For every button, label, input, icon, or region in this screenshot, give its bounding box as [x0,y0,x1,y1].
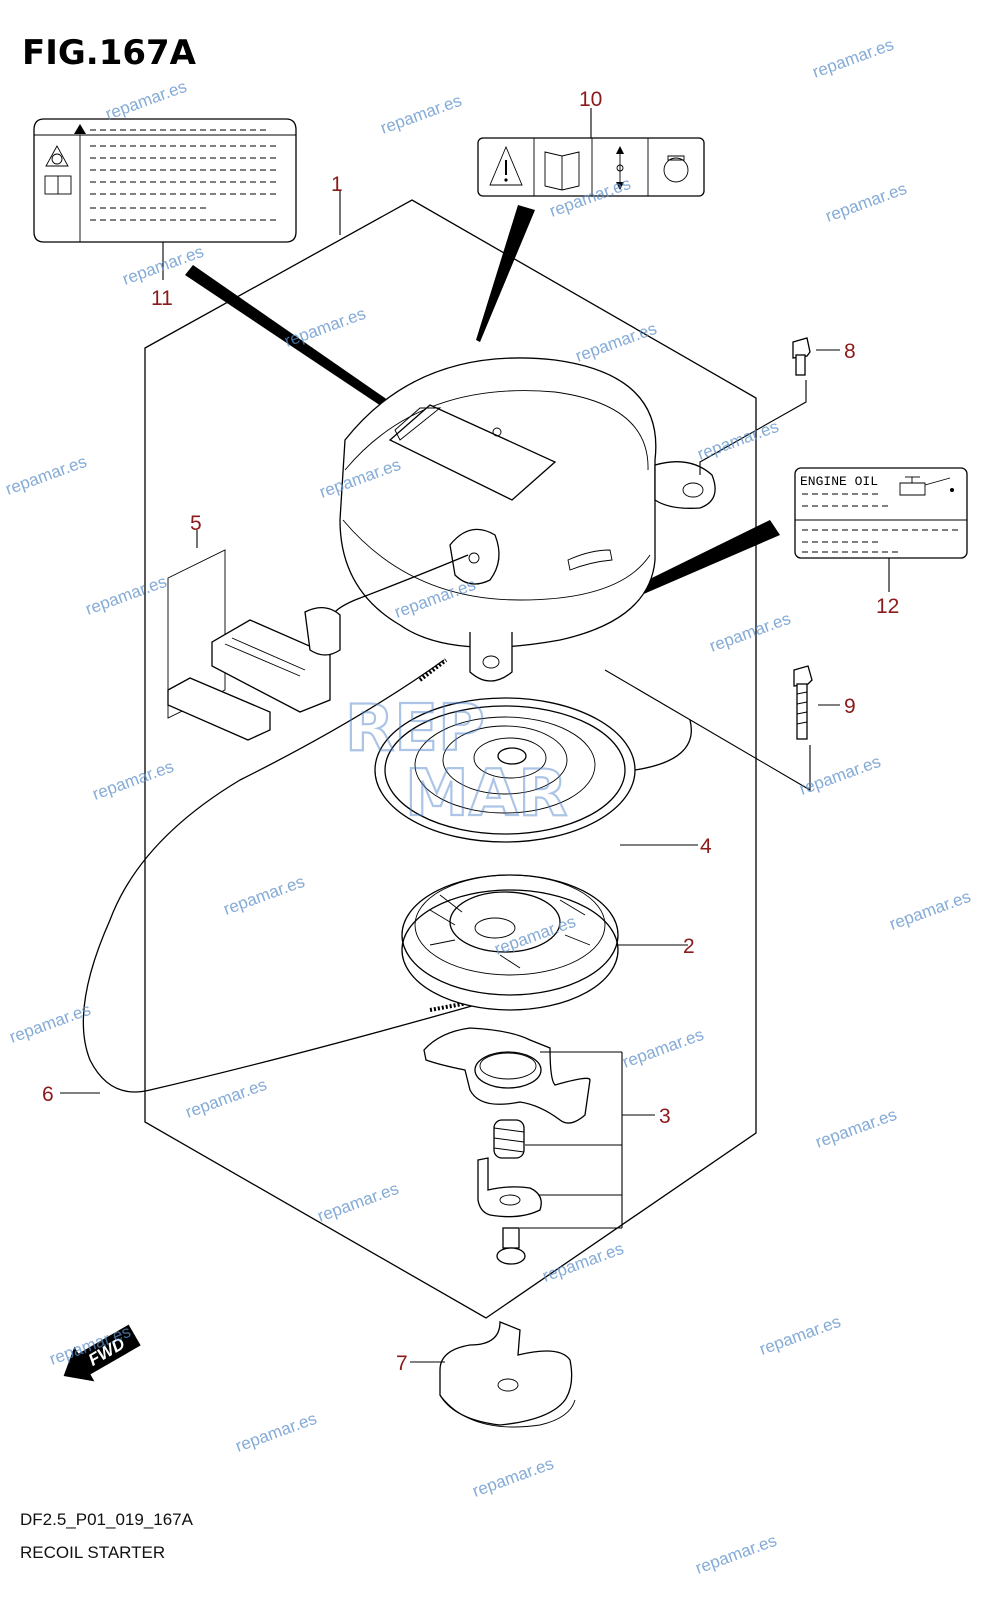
warning-icon [489,145,523,186]
housing-label-plate [388,404,557,501]
mounting-ear [654,461,716,509]
callout-11: 11 [151,287,173,310]
icon-label-10 [477,137,705,197]
watermark: repamar.es [620,1025,706,1072]
friction-plate [477,1157,542,1218]
watermark: repamar.es [282,304,368,351]
warning-label-11 [33,118,297,243]
watermark: repamar.es [707,609,793,656]
watermark: repamar.es [757,1312,843,1359]
rope-handle-icon [45,145,69,167]
engine-oil-label-text: ENGINE OIL [800,474,878,489]
recoil-reel [401,874,619,1011]
watermark: repamar.es [221,872,307,919]
pull-arrow-icon [616,146,624,190]
logo-watermark-top: REP [345,692,485,766]
callout-1: 1 [331,173,343,196]
watermark: repamar.es [695,417,781,464]
watermark: repamar.es [103,77,189,124]
rope-handle-icon [663,155,689,183]
callout-2: 2 [683,935,695,958]
bolt-9 [604,665,840,791]
watermark: repamar.es [378,91,464,138]
starter-handle [167,549,341,741]
manual-book-icon [544,151,580,191]
watermark: repamar.es [7,1000,93,1047]
logo-watermark: REP MAR [344,691,569,832]
watermark: repamar.es [540,1239,626,1286]
starter-pulley [439,1321,576,1428]
watermark: repamar.es [693,1531,779,1578]
callout-7: 7 [396,1352,408,1375]
watermark: repamar.es [813,1105,899,1152]
spiral-spring [374,697,692,843]
callout-10: 10 [579,88,602,111]
housing-lug [469,632,513,682]
manual-book-icon [44,175,72,195]
watermark: repamar.es [823,179,909,226]
watermark: repamar.es [573,319,659,366]
ratchet-assembly [423,1027,655,1265]
ratchet-spring [493,1119,525,1159]
callout-6: 6 [42,1083,54,1106]
callout-9: 9 [844,695,856,718]
oil-can-icon [899,476,954,496]
figure-caption: RECOIL STARTER [20,1543,165,1562]
pointer-wedge-11 [185,265,395,412]
watermark: repamar.es [183,1075,269,1122]
assembly-outline [144,199,757,1319]
callout-4: 4 [700,835,712,858]
logo-watermark-bottom: MAR [405,757,568,831]
rope-guide [449,528,500,585]
watermark: repamar.es [315,1179,401,1226]
watermark: repamar.es [3,452,89,499]
watermark: repamar.es [233,1409,319,1456]
pointer-wedge-10 [476,205,535,342]
figure-title: FIG.167A [22,33,197,73]
callout-3: 3 [659,1105,671,1128]
figure-code: DF2.5_P01_019_167A [20,1510,194,1529]
engine-oil-label-12: ENGINE OIL [794,467,968,559]
watermark: repamar.es [810,35,896,82]
watermark: repamar.es [83,572,169,619]
callout-12: 12 [876,595,899,618]
recoil-starter-housing [339,357,716,682]
ratchet-screw [496,1227,526,1265]
callout-8: 8 [844,340,856,363]
bolt-8 [699,337,840,475]
watermark: repamar.es [90,757,176,804]
warning-icon [74,124,86,134]
callout-5: 5 [190,512,202,535]
watermark: repamar.es [887,887,973,934]
watermark: repamar.es [470,1454,556,1501]
